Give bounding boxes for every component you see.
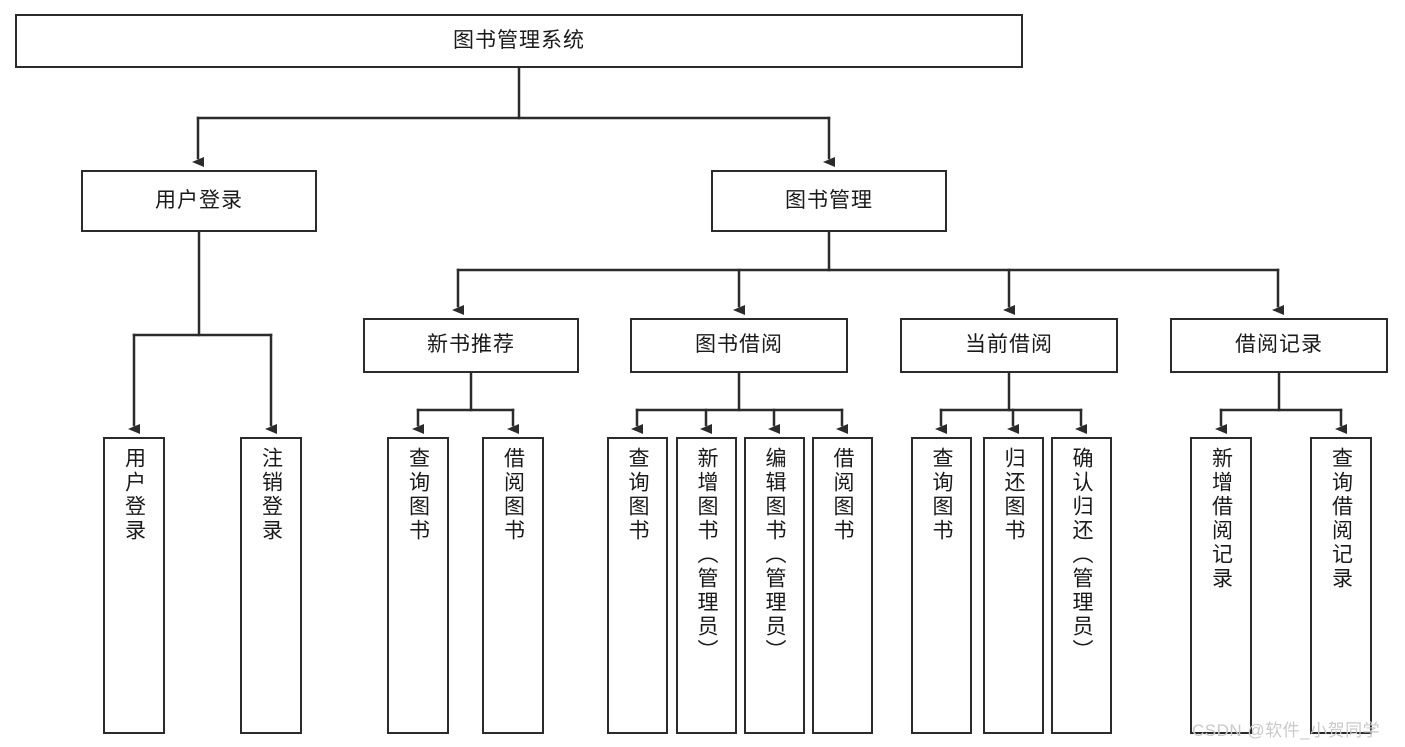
node-leaf_add_book[interactable]: 新增图书（管理员） (676, 437, 737, 734)
node-leaf_borrow_book_1[interactable]: 借阅图书 (482, 437, 544, 734)
node-root-system[interactable]: 图书管理系统 (15, 14, 1023, 68)
node-label: 用户登录 (122, 447, 146, 543)
node-label: 注销登录 (259, 447, 283, 543)
node-label: 图书借阅 (695, 333, 783, 357)
node-label: 借阅图书 (831, 447, 854, 543)
node-current_borrow[interactable]: 当前借阅 (900, 318, 1118, 373)
node-label: 归还图书 (1002, 447, 1025, 543)
node-leaf_query_book_1[interactable]: 查询图书 (387, 437, 449, 734)
node-label: 当前借阅 (965, 333, 1053, 357)
node-leaf_borrow_book_2[interactable]: 借阅图书 (812, 437, 873, 734)
node-label: 确认归还（管理员） (1070, 447, 1093, 663)
node-leaf_user_login[interactable]: 用户登录 (103, 437, 165, 734)
node-borrow_record[interactable]: 借阅记录 (1170, 318, 1388, 373)
node-leaf_query_record[interactable]: 查询借阅记录 (1310, 437, 1372, 734)
node-label: 新增借阅记录 (1209, 447, 1233, 591)
node-label: 用户登录 (155, 188, 243, 212)
node-label: 图书管理系统 (453, 28, 585, 52)
node-leaf_confirm_return[interactable]: 确认归还（管理员） (1051, 437, 1112, 734)
node-leaf_query_book_3[interactable]: 查询图书 (911, 437, 972, 734)
node-leaf_add_record[interactable]: 新增借阅记录 (1190, 437, 1252, 734)
node-user_login[interactable]: 用户登录 (81, 170, 317, 232)
node-label: 图书管理 (785, 188, 873, 212)
node-label: 新增图书（管理员） (695, 447, 718, 663)
node-label: 查询借阅记录 (1329, 447, 1353, 591)
node-label: 查询图书 (930, 447, 953, 543)
node-book_borrow[interactable]: 图书借阅 (630, 318, 848, 373)
node-leaf_query_book_2[interactable]: 查询图书 (607, 437, 668, 734)
node-label: 新书推荐 (427, 333, 515, 357)
node-leaf_user_logout[interactable]: 注销登录 (240, 437, 302, 734)
node-leaf_return_book[interactable]: 归还图书 (983, 437, 1044, 734)
node-leaf_edit_book[interactable]: 编辑图书（管理员） (744, 437, 805, 734)
node-book_manage[interactable]: 图书管理 (711, 170, 947, 232)
node-label: 查询图书 (626, 447, 649, 543)
node-label: 借阅图书 (501, 447, 525, 543)
node-label: 编辑图书（管理员） (763, 447, 786, 663)
node-label: 查询图书 (406, 447, 430, 543)
csdn-watermark: CSDN @软件_小贺同学 (1192, 721, 1381, 740)
node-new_book_rec[interactable]: 新书推荐 (363, 318, 579, 373)
node-label: 借阅记录 (1235, 333, 1323, 357)
